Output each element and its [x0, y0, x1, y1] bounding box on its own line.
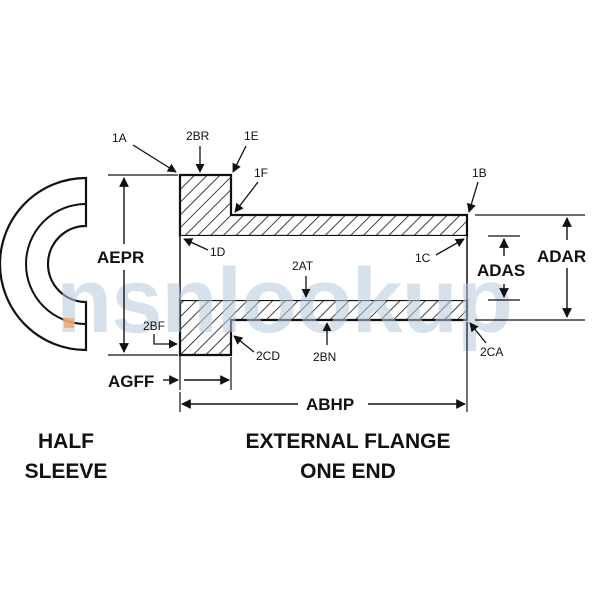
- callout-1a-leader: [132, 144, 177, 173]
- callout-2bf: 2BF: [143, 319, 165, 333]
- adas-label: ADAS: [477, 261, 525, 280]
- callout-2bf-leader: [153, 334, 178, 349]
- adar-label: ADAR: [537, 247, 586, 266]
- callout-2bn: 2BN: [313, 350, 336, 364]
- half-sleeve-shape: [0, 176, 88, 352]
- caption-half-sleeve-line2: SLEEVE: [25, 460, 108, 483]
- flange-top-section: [178, 173, 469, 238]
- callout-2cd-leader: [233, 335, 255, 353]
- callout-1d-leader: [183, 238, 209, 251]
- watermark-text: nsnlookup: [56, 250, 512, 352]
- callout-2at: 2AT: [292, 259, 314, 273]
- callout-1a: 1A: [112, 131, 127, 145]
- callout-1c: 1C: [415, 251, 431, 265]
- abhp-label: ABHP: [306, 395, 354, 414]
- callout-1b-leader: [466, 181, 479, 213]
- caption-flange-line1: EXTERNAL FLANGE: [246, 430, 451, 453]
- callout-1e-leader: [232, 145, 247, 173]
- callout-2ca: 2CA: [480, 345, 503, 359]
- callout-1c-leader: [435, 238, 465, 256]
- callout-2ca-leader: [469, 322, 487, 344]
- caption-half-sleeve-line1: HALF: [38, 430, 94, 453]
- watermark-accent-dot: [64, 318, 74, 328]
- callout-1f-leader: [234, 181, 259, 213]
- sleeve-bore: [180, 236, 467, 300]
- callout-2cd: 2CD: [256, 349, 280, 363]
- callout-1f: 1F: [254, 166, 268, 180]
- caption-flange-line2: ONE END: [300, 460, 396, 483]
- callout-2br: 2BR: [186, 129, 210, 143]
- callout-1d: 1D: [210, 245, 226, 259]
- half-sleeve-inner-arc: [25, 203, 87, 325]
- agff-label: AGFF: [108, 372, 154, 391]
- aepr-label: AEPR: [97, 248, 144, 267]
- callout-1e: 1E: [244, 129, 259, 143]
- callout-1b: 1B: [472, 166, 487, 180]
